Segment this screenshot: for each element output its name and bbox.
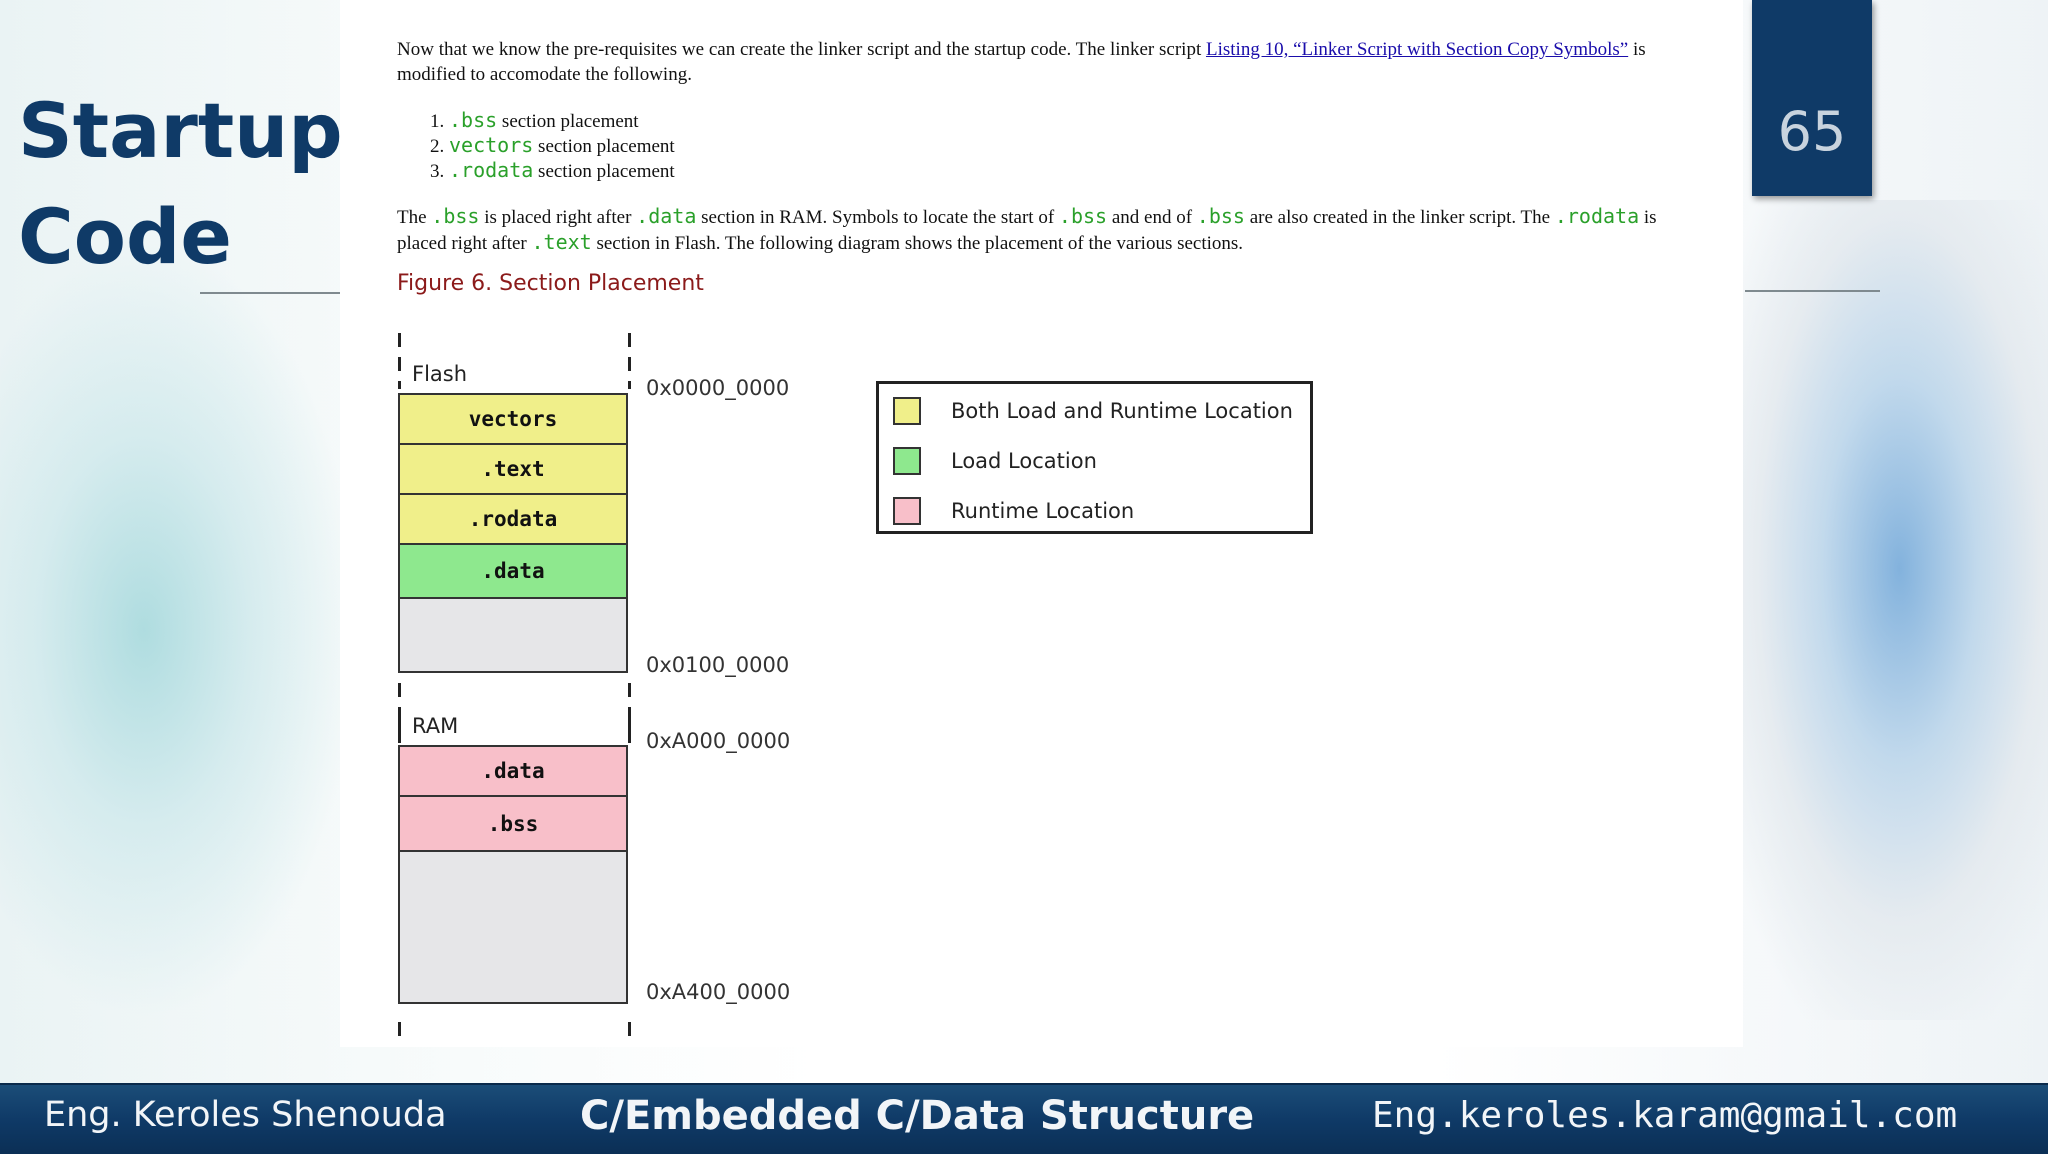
legend-swatch-green — [893, 447, 921, 475]
slide-title-line2: Code — [18, 192, 232, 281]
list-item-text: section placement — [497, 111, 639, 132]
para-text: section in Flash. The following diagram … — [591, 233, 1244, 254]
placement-paragraph: The .bss is placed right after .data sec… — [397, 204, 1687, 256]
flash-section-vectors: vectors — [398, 393, 628, 445]
flash-section-rodata: .rodata — [398, 493, 628, 545]
list-item: 1. .bss section placement — [430, 108, 675, 133]
legend-item-both: Both Load and Runtime Location — [893, 396, 1293, 426]
ram-end-address: 0xA400_0000 — [646, 980, 791, 1004]
legend-label: Runtime Location — [951, 499, 1135, 523]
slide-title-line1: Startup — [18, 86, 343, 175]
legend-swatch-yellow — [893, 397, 921, 425]
list-item: 2. vectors section placement — [430, 133, 675, 158]
intro-paragraph: Now that we know the pre-requisites we c… — [397, 37, 1687, 87]
list-item-code: .bss — [449, 108, 498, 132]
para-code: .bss — [1058, 204, 1108, 228]
ram-label: RAM — [412, 714, 459, 738]
legend-label: Load Location — [951, 449, 1097, 473]
para-text: section in RAM. Symbols to locate the st… — [696, 207, 1059, 228]
flash-section-text: .text — [398, 443, 628, 495]
title-underline-right — [1745, 290, 1880, 292]
para-code: .bss — [1196, 204, 1245, 228]
page-number-tab: 65 — [1752, 0, 1872, 196]
ram-free-space — [398, 850, 628, 1004]
flash-right-boundary — [628, 333, 631, 389]
para-text: and end of — [1107, 207, 1197, 228]
list-item-code: vectors — [449, 133, 534, 157]
footer-author: Eng. Keroles Shenouda — [44, 1095, 447, 1135]
para-code: .data — [636, 204, 697, 228]
listing-10-link[interactable]: Listing 10, “Linker Script with Section … — [1205, 39, 1629, 60]
placement-list: 1. .bss section placement 2. vectors sec… — [430, 108, 675, 183]
para-code: .bss — [431, 204, 480, 228]
list-item-number: 3. — [430, 161, 445, 182]
footer-course-title: C/Embedded C/Data Structure — [580, 1093, 1255, 1139]
list-item-number: 1. — [430, 111, 445, 132]
para-text: are also created in the linker script. T… — [1244, 207, 1555, 228]
list-item-code: .rodata — [449, 158, 534, 182]
flash-lower-boundary-left — [398, 683, 401, 727]
list-item: 3. .rodata section placement — [430, 158, 675, 183]
document-panel: Now that we know the pre-requisites we c… — [340, 0, 1743, 1047]
flash-start-address: 0x0000_0000 — [646, 376, 790, 400]
intro-text-before-link: Now that we know the pre-requisites we c… — [397, 39, 1206, 60]
footer-email: Eng.keroles.karam@gmail.com — [1372, 1095, 1958, 1136]
diagram-legend: Both Load and Runtime Location Load Loca… — [876, 381, 1313, 534]
para-text: is placed right after — [479, 207, 637, 228]
flash-end-address: 0x0100_0000 — [646, 653, 790, 677]
flash-free-space — [398, 597, 628, 673]
slide-title: Startup Code — [18, 78, 343, 290]
background-decoration-left — [0, 240, 360, 1020]
ram-lower-boundary-left — [398, 1022, 401, 1036]
ram-left-boundary — [398, 707, 401, 743]
figure-caption: Figure 6. Section Placement — [397, 271, 704, 296]
ram-section-bss: .bss — [398, 795, 628, 852]
flash-section-data: .data — [398, 543, 628, 599]
para-code: .rodata — [1554, 204, 1640, 228]
page-number: 65 — [1777, 100, 1847, 163]
ram-right-boundary — [628, 707, 631, 743]
flash-label: Flash — [412, 362, 468, 386]
footer-bar: Eng. Keroles Shenouda C/Embedded C/Data … — [0, 1083, 2048, 1154]
flash-left-boundary — [398, 333, 401, 389]
para-text: is placed right after — [397, 207, 1657, 254]
background-decoration-right — [1718, 200, 2048, 1020]
legend-label: Both Load and Runtime Location — [951, 399, 1293, 423]
flash-lower-boundary-right — [628, 683, 631, 727]
legend-item-runtime: Runtime Location — [893, 496, 1134, 526]
ram-start-address: 0xA000_0000 — [646, 729, 791, 753]
list-item-number: 2. — [430, 136, 445, 157]
para-code: .text — [531, 230, 592, 254]
list-item-text: section placement — [533, 161, 675, 182]
legend-swatch-pink — [893, 497, 921, 525]
para-text: The — [397, 207, 432, 228]
list-item-text: section placement — [533, 136, 675, 157]
ram-lower-boundary-right — [628, 1022, 631, 1036]
title-underline-left — [200, 292, 340, 294]
ram-section-data: .data — [398, 745, 628, 797]
legend-item-load: Load Location — [893, 446, 1097, 476]
intro-text-after-link: is modified to accomodate the following. — [397, 39, 1646, 85]
